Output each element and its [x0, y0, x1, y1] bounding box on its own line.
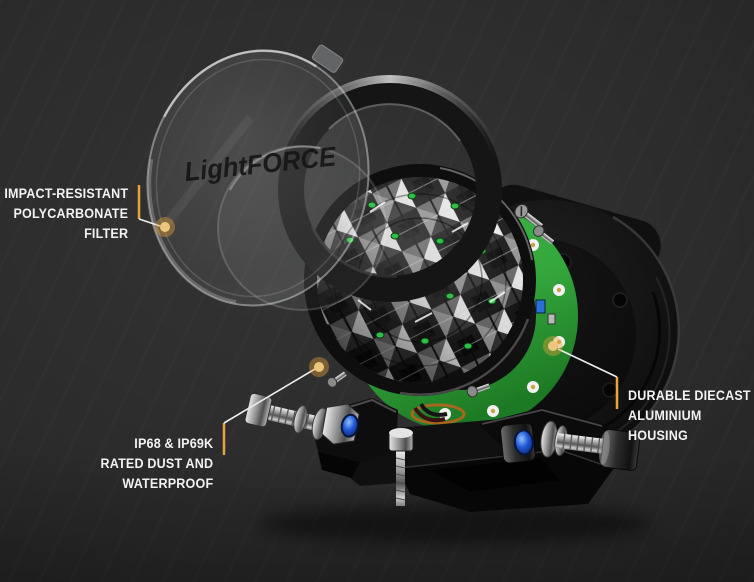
callout-dust-waterproof: IP68 & IP69K RATED DUST AND WATERPROOF [100, 434, 213, 494]
product-shadow [260, 504, 650, 544]
connector-white-line-waterproof [223, 368, 316, 424]
polycarbonate-filter: LightFORCE [146, 44, 370, 307]
mounting-bracket [313, 398, 630, 512]
filter-tab [311, 44, 344, 73]
connector-dot-waterproof [314, 362, 324, 372]
connector-white-line-filter [138, 218, 161, 227]
floating-screw-top-2 [533, 225, 555, 245]
floating-screw-lens [326, 371, 347, 388]
callout-polycarbonate-filter: IMPACT-RESISTANT POLYCARBONATE FILTER [4, 184, 128, 244]
hardware [244, 204, 641, 506]
floating-screw-pcb [466, 383, 491, 398]
left-lock-nut [321, 403, 360, 445]
seal-and-wires [410, 402, 466, 425]
pcb-component-silver [547, 313, 556, 325]
callout-text-line: RATED DUST AND [100, 456, 213, 471]
callout-text-line: HOUSING [628, 428, 688, 443]
right-bolt [540, 420, 641, 471]
connector-dot-housing [548, 341, 558, 351]
callout-text-line: IMPACT-RESISTANT [4, 186, 128, 201]
callout-text-line: FILTER [83, 226, 128, 241]
center-screw [388, 428, 414, 506]
callout-text-line: WATERPROOF [122, 476, 213, 491]
connector-white-line-housing [557, 348, 618, 378]
callout-aluminium-housing: DURABLE DIECAST ALUMINIUM HOUSING [628, 386, 751, 446]
callout-text-line: ALUMINIUM [628, 408, 702, 423]
callout-connectors [137, 185, 619, 455]
left-bolt [244, 392, 329, 440]
callout-text-line: POLYCARBONATE [13, 206, 128, 221]
lens-glints [357, 201, 506, 323]
callout-text-line: IP68 & IP69K [133, 436, 213, 451]
floating-screw-top [514, 204, 543, 229]
connector-dot-filter [160, 222, 170, 232]
pcb-component-blue [535, 299, 546, 314]
callout-text-line: DURABLE DIECAST [628, 388, 751, 403]
right-lock-nut [500, 422, 536, 464]
pcb-pads [439, 239, 565, 420]
